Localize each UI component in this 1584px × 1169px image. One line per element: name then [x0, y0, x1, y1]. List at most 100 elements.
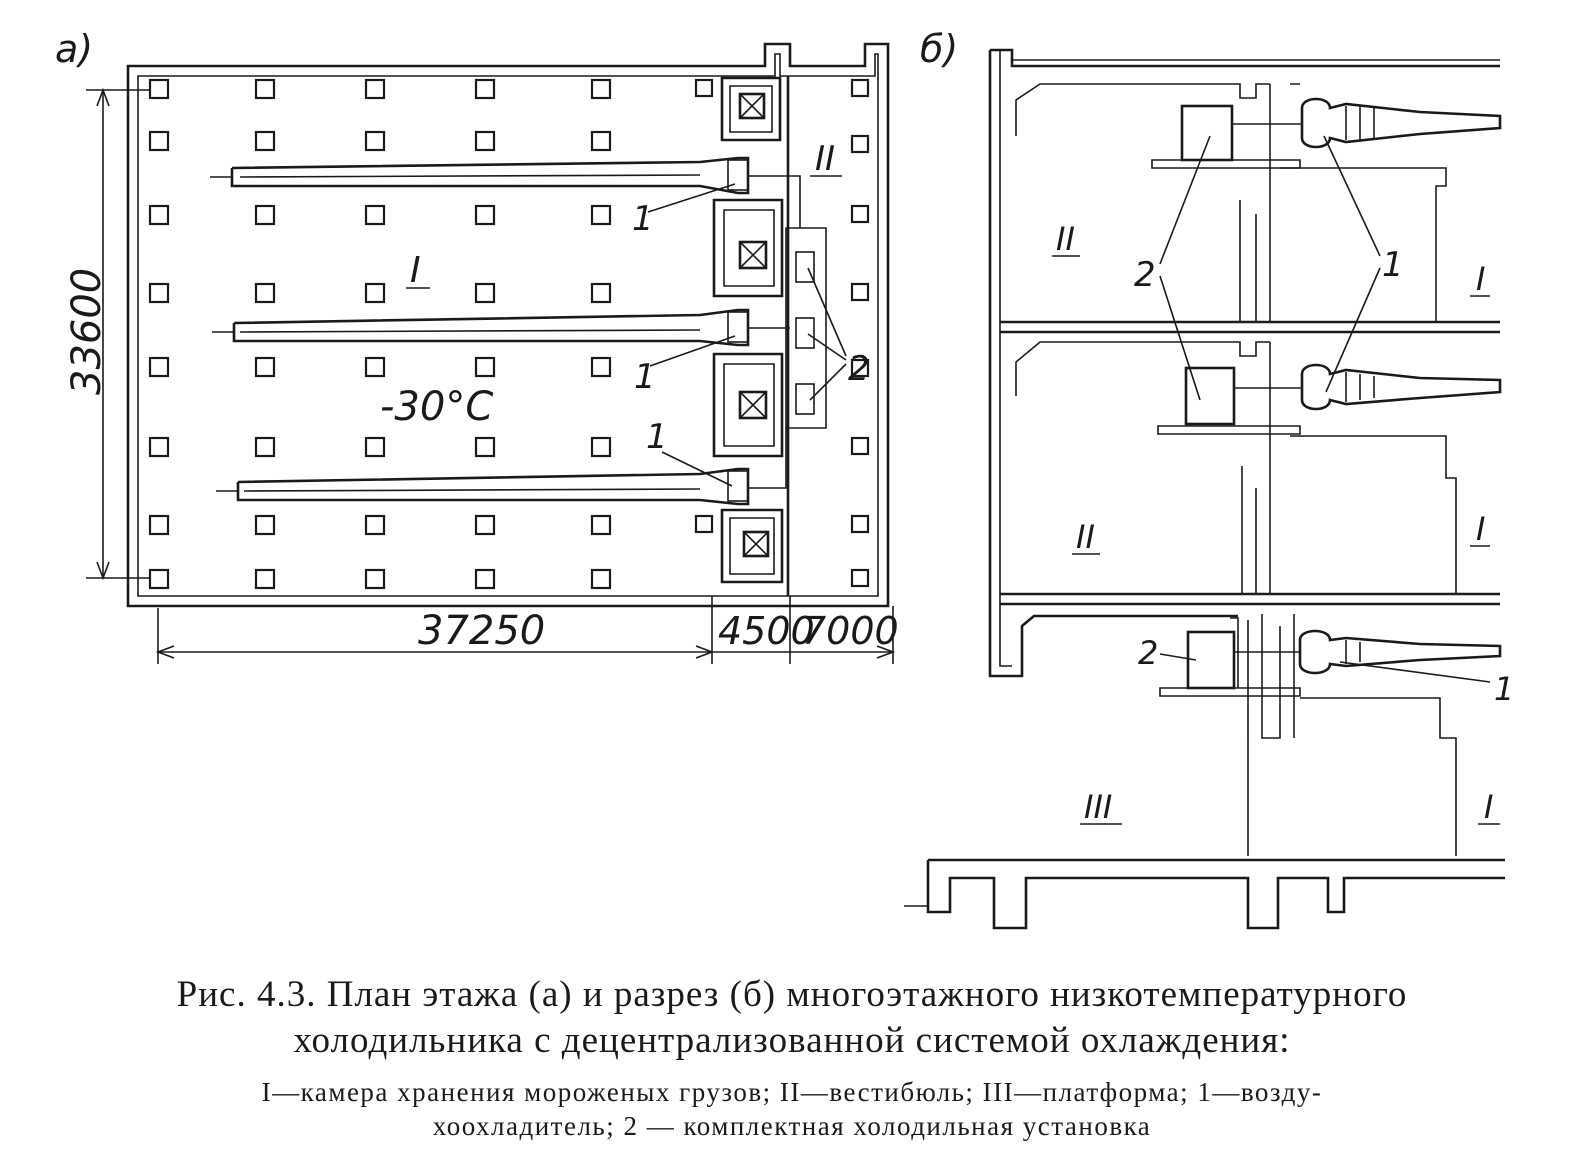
section-left-wall: [988, 50, 1238, 678]
dimension-width: 37250 4500 7000: [155, 596, 899, 664]
middle-storage-outline: [1255, 435, 1457, 594]
floor-plan: а): [55, 27, 899, 664]
legend-line-1: I—камера хранения мороженых грузов; II—в…: [261, 1077, 1323, 1107]
dimension-height-text: 33600: [64, 268, 110, 395]
figure-caption: Рис. 4.3. План этажа (а) и разрез (б) мн…: [0, 972, 1584, 1064]
temperature-label: -30°C: [380, 384, 493, 430]
section-label-I-lower: I: [1484, 788, 1493, 826]
column: [850, 204, 870, 224]
column-grid: [148, 78, 870, 590]
column: [148, 282, 170, 304]
elevator-shaft-4: [720, 508, 784, 584]
column: [148, 130, 170, 152]
column: [590, 568, 612, 590]
air-cooler-duct-1: [210, 156, 750, 195]
figure-legend: I—камера хранения мороженых грузов; II—в…: [0, 1075, 1584, 1143]
dimension-width-main: 37250: [418, 608, 545, 654]
column: [364, 568, 386, 590]
dimension-width-mid: 4500: [718, 609, 815, 653]
column: [254, 568, 276, 590]
column: [850, 282, 870, 302]
column: [148, 568, 170, 590]
column: [254, 436, 276, 458]
callout-cooler-3: 1: [646, 417, 668, 457]
refrigeration-unit-lower: [1186, 630, 1236, 690]
column: [850, 514, 870, 534]
caption-line-1: Рис. 4.3. План этажа (а) и разрез (б) мн…: [176, 974, 1408, 1015]
column: [148, 204, 170, 226]
column: [590, 130, 612, 152]
column: [474, 130, 496, 152]
upper-storage-outline: [1255, 167, 1447, 322]
column: [148, 78, 170, 100]
upper-shaft: [1239, 83, 1300, 322]
section-left-wall-inner: [999, 50, 1012, 667]
column: [148, 436, 170, 458]
refrigeration-unit-middle: [1184, 366, 1236, 426]
column: [850, 568, 870, 588]
callout-cooler-2: 1: [634, 357, 656, 397]
refrigeration-unit-upper: [1180, 104, 1234, 162]
refrigerant-piping: [748, 175, 801, 489]
column: [364, 514, 386, 536]
building-outer-wall: [126, 42, 890, 608]
column: [474, 204, 496, 226]
column: [364, 282, 386, 304]
lower-storage-outline: [1300, 697, 1457, 856]
column: [254, 130, 276, 152]
dimension-height: 33600: [64, 87, 150, 581]
column: [148, 514, 170, 536]
column: [254, 282, 276, 304]
callout-unit-2: 2: [848, 349, 870, 389]
room-label-vestibule: II: [815, 139, 835, 179]
column: [590, 514, 612, 536]
upper-vestibule-outline: [1015, 83, 1270, 136]
column: [850, 134, 870, 154]
elevator-shaft-3: [712, 352, 784, 458]
foundation: [926, 858, 1505, 930]
column: [474, 568, 496, 590]
column: [590, 356, 612, 378]
panel-a-label: а): [55, 27, 93, 71]
section-callout-cooler-lower: 1: [1494, 670, 1514, 708]
upper-platform: [1151, 159, 1301, 169]
column: [364, 204, 386, 226]
column: [590, 282, 612, 304]
air-cooler-lower: [1234, 629, 1502, 675]
middle-platform: [1157, 425, 1301, 435]
column: [364, 356, 386, 378]
column: [474, 514, 496, 536]
elevator-shaft-2: [712, 198, 784, 298]
elevator-shaft-1: [720, 76, 782, 142]
column: [694, 514, 714, 534]
legend-line-2: хоохладитель; 2 — комплектная холодильна…: [432, 1111, 1152, 1141]
section-roof: [990, 48, 1500, 68]
lower-shaft: [1230, 614, 1295, 740]
caption-line-2: холодильника с децентрализованной систем…: [293, 1020, 1291, 1061]
column: [590, 204, 612, 226]
floor-slab-2: [1000, 592, 1500, 606]
section-label-I-middle: I: [1476, 510, 1485, 548]
dimension-width-right: 7000: [802, 609, 899, 653]
column: [474, 78, 496, 100]
column: [850, 358, 870, 378]
column: [590, 436, 612, 458]
column: [474, 356, 496, 378]
section-label-II-upper: II: [1056, 220, 1075, 258]
column: [850, 78, 870, 98]
refrigeration-unit-group: [785, 227, 827, 429]
section-label-II-middle: II: [1076, 518, 1095, 556]
column: [474, 282, 496, 304]
air-cooler-middle: [1234, 363, 1502, 411]
column: [590, 78, 612, 100]
column: [850, 436, 870, 456]
section-label-III: III: [1084, 788, 1112, 826]
column: [364, 78, 386, 100]
column: [254, 204, 276, 226]
column: [254, 356, 276, 378]
section-view: б): [904, 27, 1514, 930]
callout-cooler-1: 1: [632, 199, 654, 239]
middle-shaft: [1241, 342, 1271, 594]
panel-b-label: б): [920, 27, 958, 71]
